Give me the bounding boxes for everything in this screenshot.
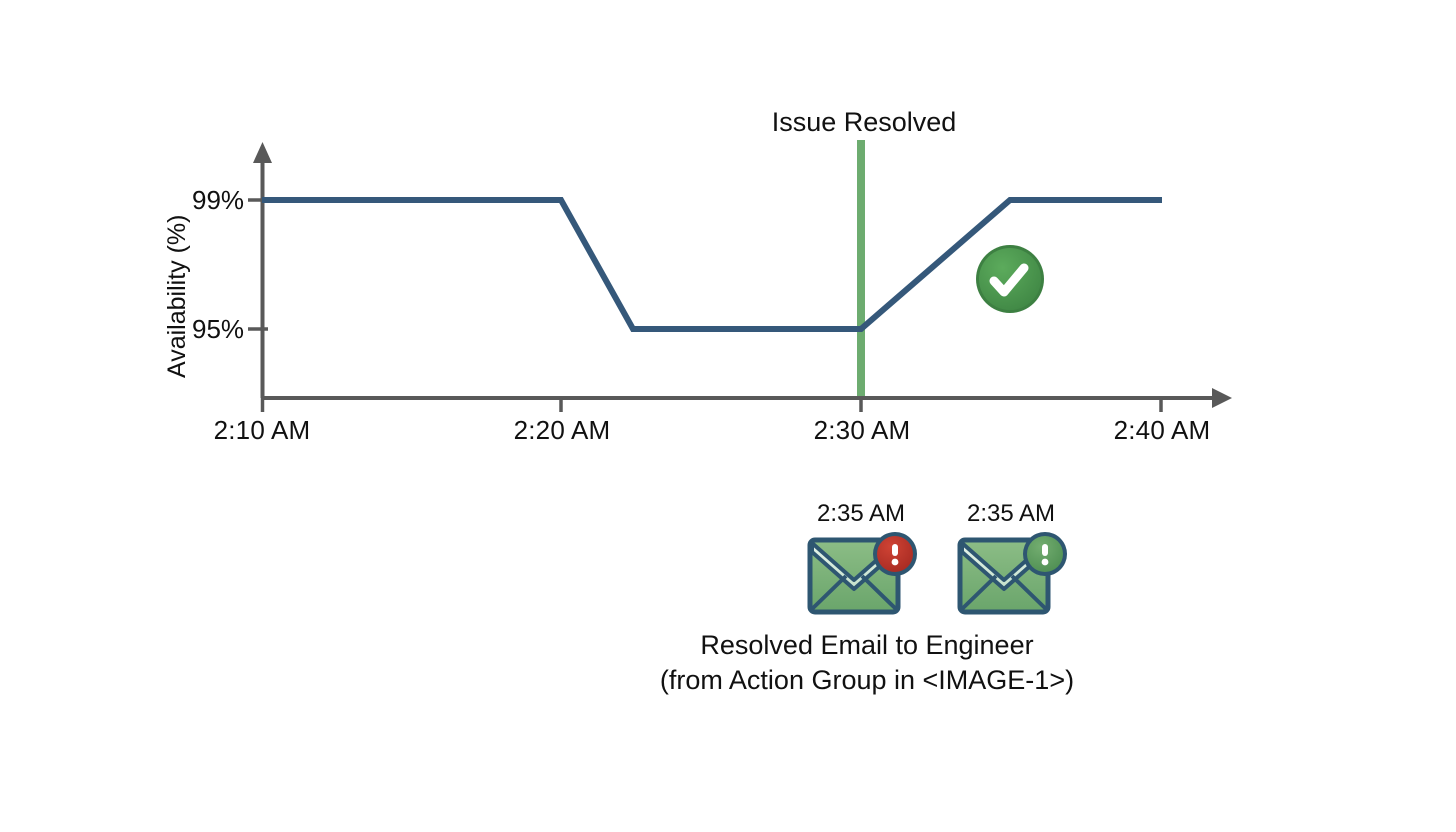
y-tick-label-95: 95% (192, 314, 245, 344)
x-tick-label-210am: 2:10 AM (213, 415, 311, 445)
check-circle-icon (976, 245, 1044, 313)
email-icon-resolved (957, 532, 1067, 615)
x-tick-label-240am: 2:40 AM (1113, 415, 1211, 445)
x-tick-label-230am: 2:30 AM (813, 415, 911, 445)
email-caption-line-1: Resolved Email to Engineer (700, 630, 1034, 660)
x-axis (260, 388, 1232, 412)
email-icon-alert (807, 532, 917, 615)
email-timestamp-alert: 2:35 AM (816, 500, 906, 527)
email-timestamp-resolved: 2:35 AM (966, 500, 1056, 527)
availability-line (262, 197, 1162, 332)
y-tick-label-99: 99% (192, 185, 245, 215)
y-axis-title: Availability (%) (163, 214, 191, 378)
y-axis (248, 142, 272, 398)
email-caption-line-2: (from Action Group in <IMAGE-1>) (659, 665, 1075, 695)
issue-resolved-label: Issue Resolved (771, 107, 957, 137)
x-tick-label-220am: 2:20 AM (513, 415, 611, 445)
issue-resolved-marker-line (857, 140, 865, 398)
